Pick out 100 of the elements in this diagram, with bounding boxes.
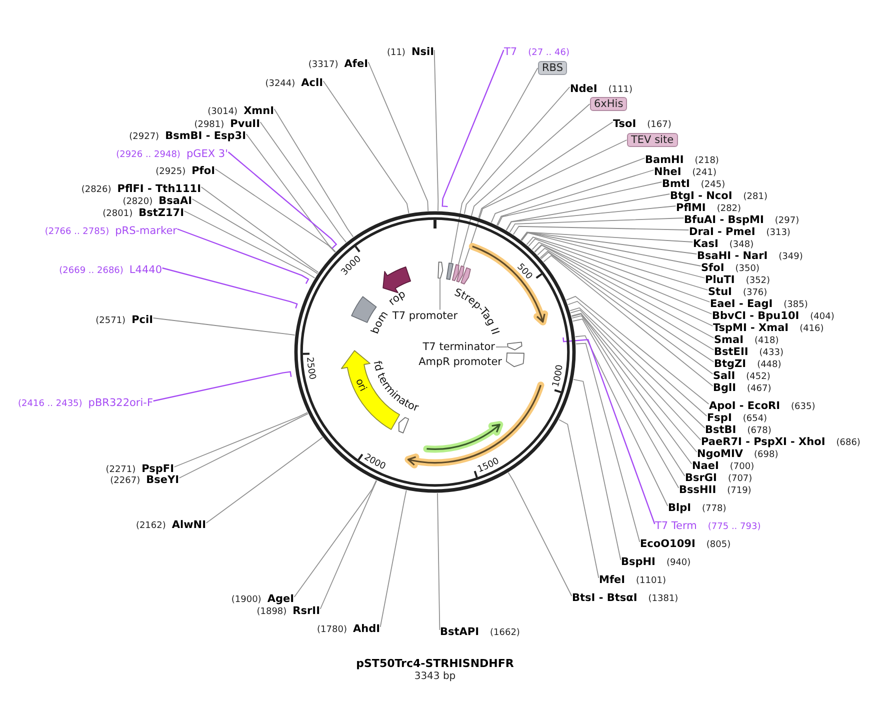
enzyme-label: DraI - PmeI (313) <box>689 224 790 236</box>
leader-line <box>496 170 654 226</box>
leader-line <box>214 168 336 253</box>
leader-line <box>450 68 538 264</box>
leader-line <box>320 480 378 610</box>
leader-line <box>206 436 323 524</box>
feature-tag: TEV site <box>627 133 678 147</box>
primer-leader-line <box>228 152 337 249</box>
leader-line <box>178 413 308 478</box>
plasmid-name: pST50Trc4-STRHISNDHFR <box>356 658 514 670</box>
primer-label: T7 (27 .. 46) <box>504 44 570 56</box>
feature-tag: RBS <box>538 61 567 75</box>
leader-line <box>520 232 698 254</box>
feature-label: AmpR promoter <box>418 356 502 368</box>
enzyme-label: NaeI (700) <box>692 458 754 470</box>
primer-leader-line <box>442 50 504 208</box>
enzyme-label: BstAPI (1662) <box>440 624 520 636</box>
leader-line <box>532 242 712 314</box>
leader-line <box>368 62 429 212</box>
leader-line <box>192 198 318 274</box>
leader-line <box>506 206 676 231</box>
leader-line <box>568 300 708 416</box>
leader-line <box>520 232 702 266</box>
feature-label: rop <box>386 288 408 308</box>
primer-label: (2926 .. 2948) pGEX 3' <box>116 146 228 158</box>
enzyme-label: BstEII (433) <box>714 344 784 356</box>
leader-line <box>184 210 316 278</box>
leader-line <box>566 296 710 404</box>
enzyme-label: TspMI - XmaI (416) <box>713 320 824 332</box>
leader-line <box>260 122 347 243</box>
leader-line <box>497 182 662 226</box>
leader-line <box>478 122 614 218</box>
enzyme-label: SalI (452) <box>713 368 770 380</box>
leader-line <box>508 472 572 596</box>
enzyme-label: BbvCI - Bpu10I (404) <box>712 308 834 320</box>
leader-line <box>294 480 377 598</box>
enzyme-label: (2925) PfoI <box>156 163 215 175</box>
enzyme-label: FspI (654) <box>707 410 768 422</box>
enzyme-label: BamHI (218) <box>645 152 719 164</box>
enzyme-label: PflMI (282) <box>676 200 742 212</box>
enzyme-label: (2927) BsmBI - Esp3I <box>129 128 246 140</box>
leader-line <box>380 490 407 628</box>
enzyme-label: (1898) RsrII <box>256 603 320 615</box>
leader-line <box>437 492 440 630</box>
primer-label: (2766 .. 2785) pRS-marker <box>44 223 177 235</box>
leader-line <box>274 108 354 238</box>
enzyme-label: BstBI (678) <box>705 422 772 434</box>
leader-line <box>528 238 710 302</box>
leader-line <box>558 419 600 578</box>
enzyme-label: BfuAI - BspMI (297) <box>684 212 800 224</box>
enzyme-label: (2271) PspFI <box>106 461 174 473</box>
leader-line <box>520 232 694 242</box>
enzyme-label: EaeI - EagI (385) <box>710 296 808 308</box>
enzyme-label: (3317) AfeI <box>308 56 368 68</box>
enzyme-label: BtgZI (448) <box>714 356 782 368</box>
enzyme-label: BspHI (940) <box>621 554 691 566</box>
enzyme-label: (3014) XmnI <box>208 103 274 115</box>
enzyme-label: SmaI (418) <box>714 332 779 344</box>
enzyme-label: (2826) PflFI - Tth111I <box>81 181 201 193</box>
primer-label: T7 Term (775 .. 793) <box>655 518 761 530</box>
tick-label: 2000 <box>362 452 387 472</box>
enzyme-label: TsoI (167) <box>613 116 672 128</box>
leader-line <box>434 50 439 212</box>
enzyme-label: (2801) BstZ17I <box>102 205 184 217</box>
enzyme-label: BmtI (245) <box>662 176 726 188</box>
enzyme-label: MfeI (1101) <box>599 572 666 584</box>
enzyme-label: StuI (376) <box>708 284 768 296</box>
plasmid-length: 3343 bp <box>414 671 456 683</box>
leader-line <box>246 134 336 252</box>
leader-line <box>490 158 646 223</box>
enzyme-label: BtgI - NcoI (281) <box>670 188 768 200</box>
enzyme-label: BsrGI (707) <box>685 470 752 482</box>
enzyme-label: (2571) PciI <box>96 312 153 324</box>
leader-line <box>174 412 308 468</box>
enzyme-label: (2820) BsaAI <box>122 193 192 205</box>
feature-tag: 6xHis <box>590 97 628 111</box>
primer-leader-line <box>177 228 310 284</box>
enzyme-label: ApoI - EcoRI (635) <box>709 398 816 410</box>
enzyme-label: KasI (348) <box>693 236 754 248</box>
enzyme-label: PluTI (352) <box>705 272 770 284</box>
leader-line <box>463 140 628 266</box>
enzyme-label: BglI (467) <box>713 380 772 392</box>
leader-line <box>574 335 668 506</box>
primer-label: (2416 .. 2435) pBR322ori-F <box>18 395 153 407</box>
enzyme-label: (1780) AhdI <box>317 621 380 633</box>
enzyme-label: (2162) AlwNI <box>136 517 206 529</box>
primer-label: (2669 .. 2686) L4440 <box>59 262 162 274</box>
leader-line <box>322 80 410 214</box>
primer-leader-line <box>562 337 656 524</box>
leader-line <box>200 186 319 273</box>
tick-label: 1500 <box>476 456 502 476</box>
leader-line <box>509 218 684 233</box>
leader-line <box>152 318 296 336</box>
enzyme-label: (11) NsiI <box>386 44 434 56</box>
feature-label: ori <box>353 377 368 394</box>
leader-line <box>458 104 590 265</box>
leader-line <box>464 86 570 214</box>
enzyme-label: (2981) PvuII <box>194 116 260 128</box>
enzyme-label: BsaHI - NarI (349) <box>697 248 803 260</box>
enzyme-label: BtsI - BtsαI (1381) <box>572 590 678 602</box>
